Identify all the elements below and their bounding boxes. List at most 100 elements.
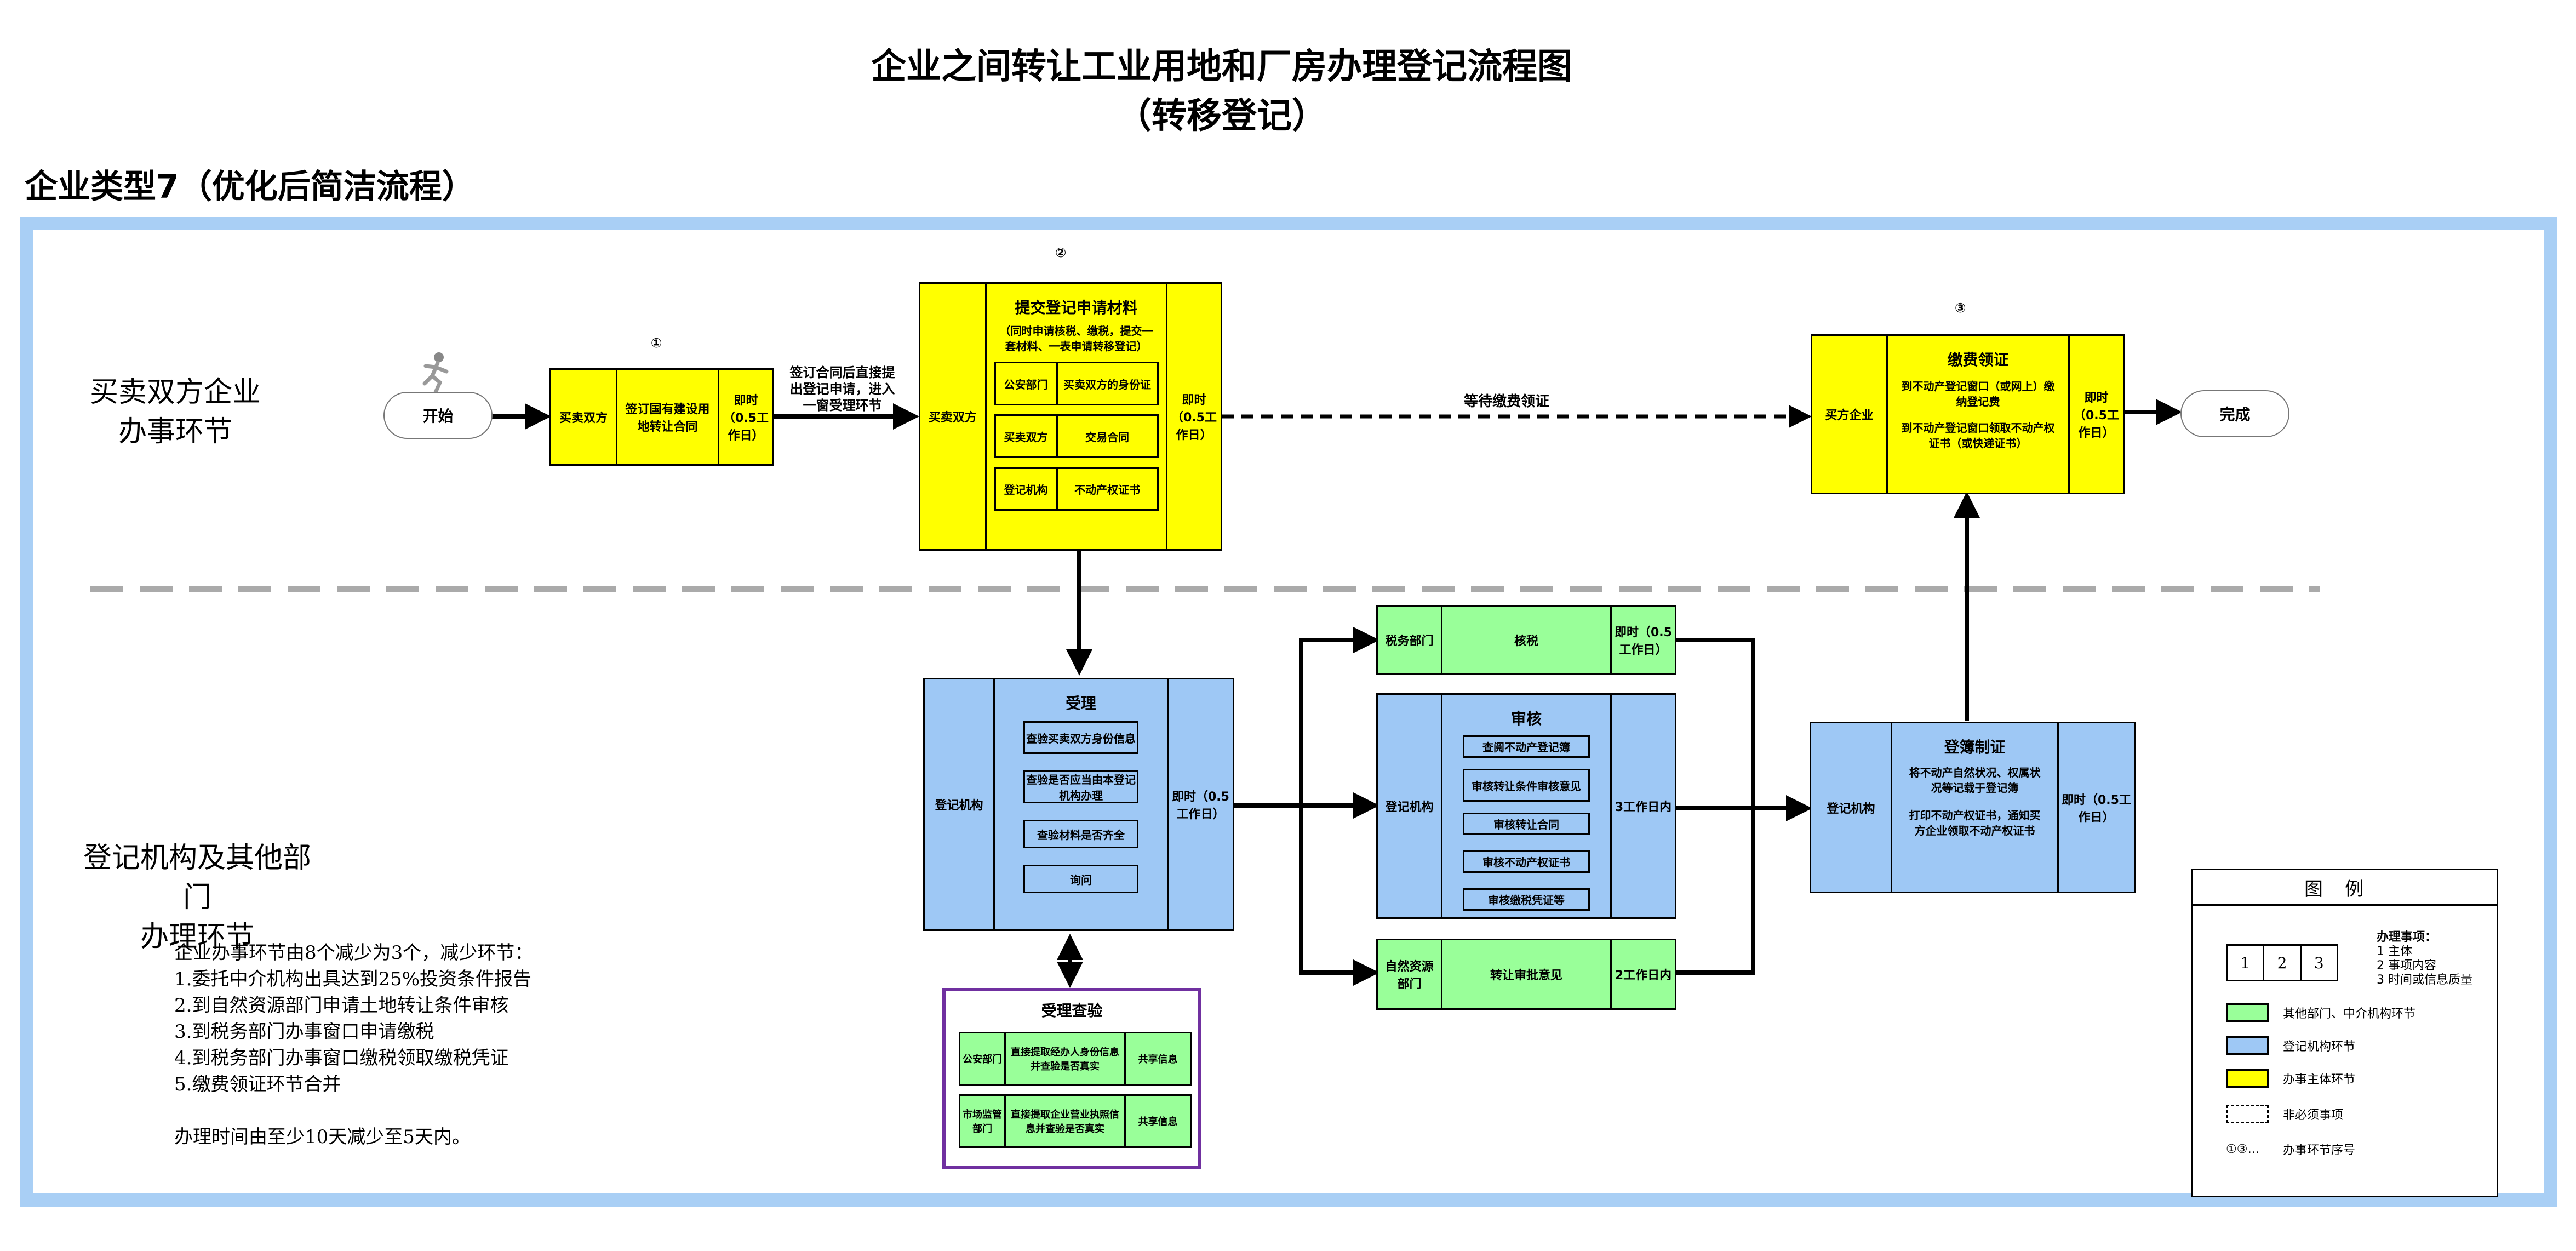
- review-item: 审核不动产权证书: [1463, 850, 1590, 873]
- step3-subject: 买方企业: [1825, 409, 1874, 422]
- legend-label: 登记机构环节: [2283, 1040, 2356, 1054]
- diagram-frame: [20, 217, 2557, 1207]
- natural-content: 转让审批意见: [1441, 940, 1610, 1008]
- note-line: [174, 1098, 667, 1124]
- check-row-quality: 共享信息: [1124, 1033, 1190, 1084]
- step3-line1: 到不动产登记窗口（或网上）缴纳登记费: [1901, 380, 2055, 408]
- lane-label-line: 登记机构及其他部门: [83, 842, 311, 914]
- note-line: 5.缴费领证环节合并: [174, 1073, 341, 1095]
- legend-item-desc: 办理事项： 1 主体 2 事项内容 3 时间或信息质量: [2377, 930, 2472, 987]
- step2-item-subject: 登记机构: [996, 469, 1058, 509]
- register-box: 登记机构 登簿制证 将不动产自然状况、权属状况等记载于登记簿 打印不动产权证书，…: [1810, 722, 2136, 893]
- step1-number: ①: [651, 335, 662, 351]
- register-content: 登簿制证 将不动产自然状况、权属状况等记载于登记簿 打印不动产权证书，通知买方企…: [1891, 723, 2057, 892]
- legend-sample-box: 1 2 3: [2226, 944, 2338, 981]
- legend-row-dashed: 非必须事项: [2226, 1105, 2343, 1123]
- legend-row-yellow: 办事主体环节: [2226, 1069, 2355, 1088]
- step3-number: ③: [1955, 300, 1966, 316]
- note-line: 4.到税务部门办事窗口缴税领取缴税凭证: [174, 1047, 509, 1069]
- step3-title: 缴费领证: [1947, 351, 2009, 369]
- legend-swatch-green: [2226, 1003, 2269, 1022]
- arrow1-label: 签订合同后直接提出登记申请，进入一窗受理环节: [789, 365, 895, 413]
- accept-item: 查验买卖双方身份信息: [1023, 721, 1138, 754]
- step3-line2: 到不动产登记窗口领取不动产权证书（或快递证书）: [1901, 421, 2055, 450]
- accept-item: 查验是否应当由本登记机构办理: [1023, 770, 1138, 803]
- legend-sample-cell: 1: [2240, 953, 2251, 972]
- lane-label-line: 办事环节: [118, 415, 232, 448]
- note-line: 3.到税务部门办事窗口申请缴税: [174, 1021, 434, 1043]
- review-item: 审核转让合同: [1463, 813, 1590, 836]
- step2-subject: 买卖双方: [928, 411, 977, 425]
- legend-desc-line: 3 时间或信息质量: [2377, 973, 2472, 987]
- register-line1: 将不动产自然状况、权属状况等记载于登记簿: [1909, 766, 2041, 795]
- accept-subject: 登记机构: [935, 799, 983, 813]
- register-title: 登簿制证: [1944, 738, 2006, 756]
- step2-item-subject: 公安部门: [996, 363, 1058, 404]
- legend-desc-line: 1 主体: [2377, 945, 2412, 958]
- note-line: 办理时间由至少10天减少至5天内。: [174, 1126, 471, 1148]
- legend: 图例 1 2 3 办理事项： 1 主体 2 事项内容 3 时间或信息质量 其他部…: [2191, 869, 2498, 1197]
- step2-item-content: 不动产权证书: [1074, 483, 1140, 496]
- review-box: 登记机构 审核 查阅不动产登记簿 审核转让条件审核意见 审核转让合同 审核不动产…: [1376, 693, 1676, 919]
- step3-box: 买方企业 缴费领证 到不动产登记窗口（或网上）缴纳登记费 到不动产登记窗口领取不…: [1811, 334, 2125, 494]
- step1-subject: 买卖双方: [559, 412, 608, 425]
- arrow-natural-merge: [1675, 808, 1755, 975]
- step2-item: 登记机构 不动产权证书: [994, 467, 1159, 511]
- section-title: 企业类型7（优化后简洁流程）: [25, 168, 475, 206]
- end-node: 完成: [2180, 390, 2289, 437]
- check-row: 市场监管部门 直接提取企业营业执照信息并查验是否真实 共享信息: [959, 1094, 1192, 1148]
- tax-time: 即时（0.5工作日）: [1610, 607, 1675, 673]
- legend-row-green: 其他部门、中介机构环节: [2226, 1003, 2415, 1022]
- step2-box: 买卖双方 提交登记申请材料 （同时申请核税、缴税，提交一套材料、一表申请转移登记…: [919, 282, 1222, 551]
- legend-row-blue: 登记机构环节: [2226, 1036, 2355, 1055]
- step2-item-content: 买卖双方的身份证: [1063, 378, 1151, 391]
- wait-label: 等待缴费领证: [1463, 393, 1549, 410]
- review-item: 审核转让条件审核意见: [1463, 768, 1590, 802]
- arrow-to-natural: [1299, 806, 1379, 986]
- accept-content: 受理 查验买卖双方身份信息 查验是否应当由本登记机构办理 查验材料是否齐全 询问: [993, 679, 1167, 929]
- step2-item-subject: 买卖双方: [996, 416, 1058, 456]
- diagram-subtitle: （转移登记）: [1117, 96, 1327, 136]
- legend-seq-symbol: ①③…: [2226, 1142, 2260, 1156]
- legend-swatch-yellow: [2226, 1069, 2269, 1088]
- register-line2: 打印不动产权证书，通知买方企业领取不动产权证书: [1909, 809, 2041, 837]
- review-content: 审核 查阅不动产登记簿 审核转让条件审核意见 审核转让合同 审核不动产权证书 审…: [1441, 695, 1610, 917]
- legend-sample-cell: 3: [2299, 946, 2337, 980]
- accept-box: 登记机构 受理 查验买卖双方身份信息 查验是否应当由本登记机构办理 查验材料是否…: [923, 678, 1234, 931]
- review-subject: 登记机构: [1385, 801, 1434, 814]
- step2-title: 提交登记申请材料: [1015, 299, 1138, 317]
- note-line: 企业办事环节由8个减少为3个，减少环节：: [174, 942, 534, 964]
- natural-box: 自然资源部门 转让审批意见 2工作日内: [1376, 939, 1676, 1010]
- legend-label: 其他部门、中介机构环节: [2283, 1007, 2416, 1021]
- notes: 企业办事环节由8个减少为3个，减少环节： 1.委托中介机构出具达到25%投资条件…: [174, 940, 667, 1150]
- accept-item: 查验材料是否齐全: [1023, 820, 1138, 848]
- accept-item: 询问: [1023, 865, 1138, 893]
- step2-subtitle: （同时申请核税、缴税，提交一套材料、一表申请转移登记）: [999, 324, 1153, 353]
- step2-item: 买卖双方 交易合同: [994, 414, 1159, 458]
- accept-title: 受理: [1065, 694, 1096, 712]
- check-row-quality: 共享信息: [1124, 1096, 1190, 1146]
- check-box: 受理查验 公安部门 直接提取经办人身份信息并查验是否真实 共享信息 市场监管部门…: [942, 988, 1201, 1169]
- lane-label-agencies: 登记机构及其他部门 办理环节: [71, 838, 323, 957]
- check-row-content: 直接提取经办人身份信息并查验是否真实: [1004, 1033, 1124, 1084]
- step3-time: 即时（0.5工作日）: [2068, 336, 2123, 493]
- check-row-content: 直接提取企业营业执照信息并查验是否真实: [1004, 1096, 1124, 1146]
- tax-box: 税务部门 核税 即时（0.5工作日）: [1376, 605, 1676, 675]
- step1-content: 签订国有建设用地转让合同: [616, 370, 718, 464]
- note-line: 2.到自然资源部门申请土地转让条件审核: [174, 995, 509, 1016]
- runner-icon: [422, 352, 449, 395]
- lane-label-parties: 买卖双方企业 办事环节: [71, 373, 279, 452]
- legend-swatch-blue: [2226, 1036, 2269, 1055]
- arrow-tax-merge: [1675, 638, 1755, 808]
- register-subject: 登记机构: [1827, 802, 1875, 816]
- lane-label-line: 办理环节: [140, 921, 254, 953]
- legend-row-seq: ①③… 办事环节序号: [2226, 1140, 2355, 1158]
- natural-time: 2工作日内: [1610, 940, 1675, 1008]
- review-item: 查阅不动产登记簿: [1463, 735, 1590, 758]
- legend-label: 办事环节序号: [2283, 1144, 2356, 1157]
- legend-label: 办事主体环节: [2283, 1073, 2356, 1087]
- review-time: 3工作日内: [1610, 695, 1675, 917]
- step2-item-content: 交易合同: [1085, 430, 1129, 444]
- step1-box: 买卖双方 签订国有建设用地转让合同 即时（0.5工作日）: [549, 368, 774, 466]
- tax-content: 核税: [1441, 607, 1610, 673]
